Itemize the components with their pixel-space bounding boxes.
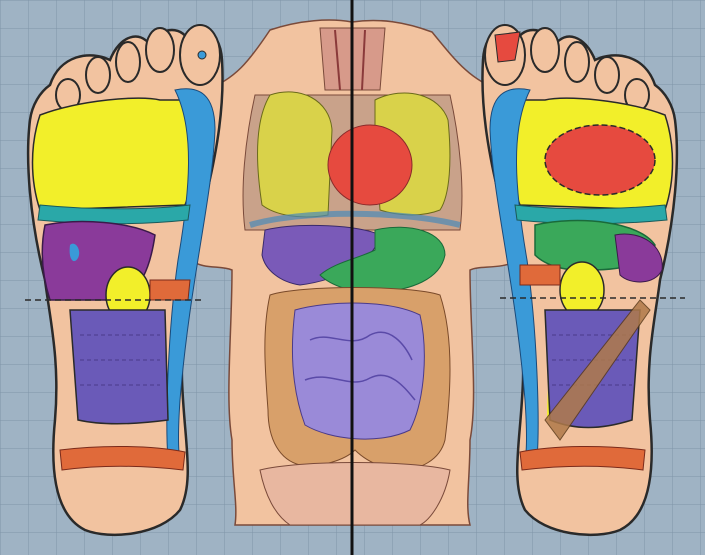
right-toe-2 [531, 28, 559, 72]
left-intestine-zone [70, 310, 168, 424]
right-toe-3 [565, 42, 589, 82]
left-pelvic-band [60, 446, 185, 470]
left-toe-3 [116, 42, 140, 82]
right-toe-4 [595, 57, 619, 93]
left-toe-4 [86, 57, 110, 93]
right-pelvic-band [520, 446, 645, 470]
heart [328, 125, 412, 205]
left-lung [257, 92, 332, 217]
small-intestine [292, 303, 424, 439]
left-toe-2 [146, 28, 174, 72]
right-heart-zone [545, 125, 655, 195]
torso-panel [190, 20, 520, 525]
left-lung-zone [33, 98, 197, 210]
pelvis [260, 463, 450, 526]
